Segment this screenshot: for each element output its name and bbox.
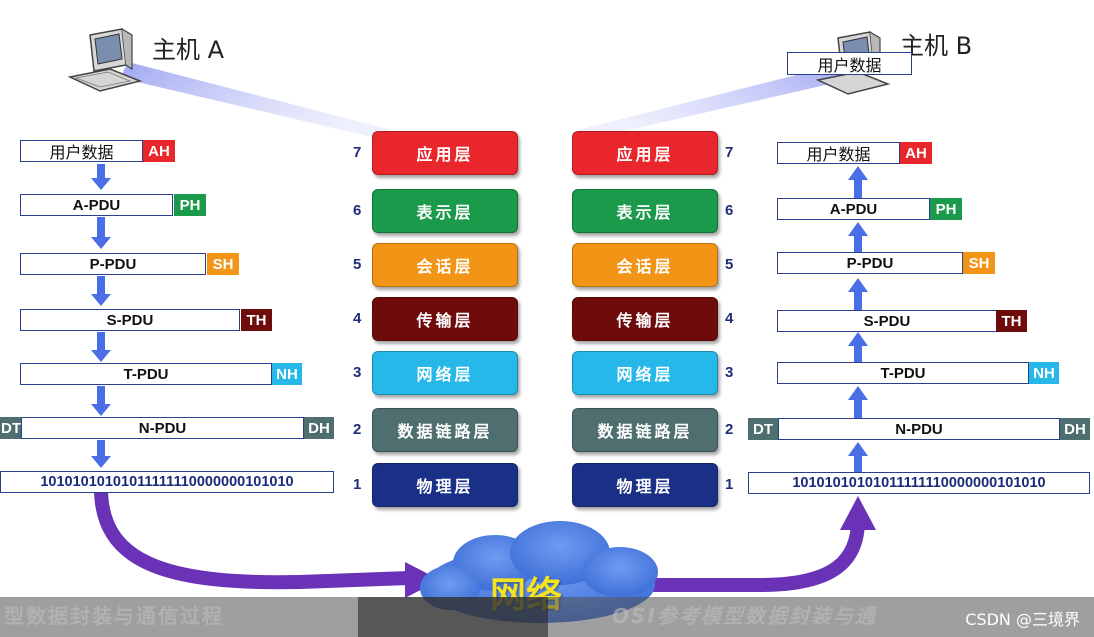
right-a-pdu: A-PDU: [777, 198, 930, 220]
right-nh-header: NH: [1029, 362, 1059, 384]
left-user-data: 用户数据: [20, 140, 143, 162]
left-n-pdu: N-PDU: [21, 417, 304, 439]
left-ph-header: PH: [174, 194, 206, 216]
left-sh-header: SH: [207, 253, 239, 275]
right-bitstream: 10101010101011111110000000101010: [748, 472, 1090, 494]
layer-box-left: 网络层: [372, 351, 518, 395]
right-sh-header: SH: [963, 252, 995, 274]
watermark: CSDN @三境界: [965, 610, 1080, 629]
layer-box-right: 网络层: [572, 351, 718, 395]
beam-host-a: [120, 62, 392, 138]
layer-number-left: 7: [353, 144, 362, 161]
layer-number-left: 1: [353, 476, 362, 493]
host-b-label: 主机 B: [900, 32, 973, 60]
beam-host-b: [578, 62, 856, 138]
layer-number-right: 1: [725, 476, 734, 493]
layer-box-right: 物理层: [572, 463, 718, 507]
left-a-pdu: A-PDU: [20, 194, 173, 216]
layer-number-left: 3: [353, 364, 362, 381]
host-b-user-data: 用户数据: [787, 52, 912, 75]
right-p-pdu: P-PDU: [777, 252, 963, 274]
layer-number-right: 3: [725, 364, 734, 381]
layer-box-left: 物理层: [372, 463, 518, 507]
left-dt-header: DT: [0, 417, 22, 439]
right-dh-header: DH: [1060, 418, 1090, 440]
layer-box-left: 传输层: [372, 297, 518, 341]
layer-box-left: 应用层: [372, 131, 518, 175]
layer-number-right: 5: [725, 256, 734, 273]
layer-box-right: 应用层: [572, 131, 718, 175]
host-a-label: 主机 A: [152, 36, 225, 64]
network-path-right: [633, 513, 865, 592]
left-bitstream: 10101010101011111110000000101010: [0, 471, 334, 493]
caption-left: 型数据封装与通信过程: [4, 604, 224, 628]
layer-number-left: 5: [353, 256, 362, 273]
network-path-right-arrowhead: [840, 496, 876, 530]
layer-box-right: 表示层: [572, 189, 718, 233]
layer-number-left: 2: [353, 421, 362, 438]
layer-box-left: 数据链路层: [372, 408, 518, 452]
layer-number-left: 4: [353, 310, 362, 327]
layer-box-right: 会话层: [572, 243, 718, 287]
caption-bar-dark-segment: [358, 597, 548, 637]
caption-right: OSI参考模型数据封装与通: [612, 604, 877, 628]
layer-number-left: 6: [353, 202, 362, 219]
left-p-pdu: P-PDU: [20, 253, 206, 275]
left-s-pdu: S-PDU: [20, 309, 240, 331]
right-t-pdu: T-PDU: [777, 362, 1029, 384]
left-ah-header: AH: [143, 140, 175, 162]
left-t-pdu: T-PDU: [20, 363, 272, 385]
left-th-header: TH: [241, 309, 272, 331]
layer-number-right: 6: [725, 202, 734, 219]
right-dt-header: DT: [748, 418, 778, 440]
layer-box-right: 传输层: [572, 297, 718, 341]
layer-number-right: 7: [725, 144, 734, 161]
left-nh-header: NH: [272, 363, 302, 385]
left-down-arrows: [91, 164, 111, 468]
left-dh-header: DH: [304, 417, 334, 439]
layer-box-left: 会话层: [372, 243, 518, 287]
layer-number-right: 2: [725, 421, 734, 438]
layer-box-right: 数据链路层: [572, 408, 718, 452]
network-path-left: [94, 481, 417, 590]
layer-box-left: 表示层: [372, 189, 518, 233]
computer-icon-host-a: [67, 28, 143, 92]
right-s-pdu: S-PDU: [777, 310, 997, 332]
right-th-header: TH: [996, 310, 1027, 332]
right-up-arrows: [848, 166, 868, 472]
right-user-data: 用户数据: [777, 142, 900, 164]
right-n-pdu: N-PDU: [778, 418, 1060, 440]
right-ph-header: PH: [930, 198, 962, 220]
layer-number-right: 4: [725, 310, 734, 327]
right-ah-header: AH: [900, 142, 932, 164]
